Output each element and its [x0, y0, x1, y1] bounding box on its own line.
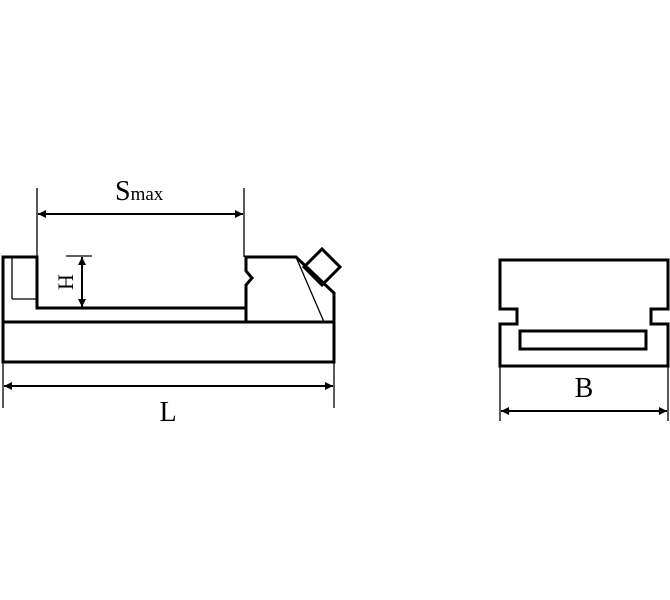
smax-label: Smax: [115, 176, 164, 207]
screw-knob: [301, 246, 343, 288]
b-label: B: [575, 373, 594, 404]
dimension-b: B: [499, 366, 669, 421]
movable-jaw-edge: [295, 256, 325, 323]
movable-jaw: [244, 255, 336, 322]
side-view: [1, 246, 343, 364]
end-view-slot: [518, 329, 648, 351]
dimension-h: H: [54, 255, 92, 307]
dimension-smax: Smax: [36, 176, 245, 257]
h-label: H: [54, 274, 79, 290]
fixed-jaw: [1, 255, 248, 322]
vise-base: [1, 320, 336, 364]
l-label: L: [159, 397, 176, 428]
dimension-l: L: [2, 362, 335, 428]
end-view: [498, 258, 670, 368]
